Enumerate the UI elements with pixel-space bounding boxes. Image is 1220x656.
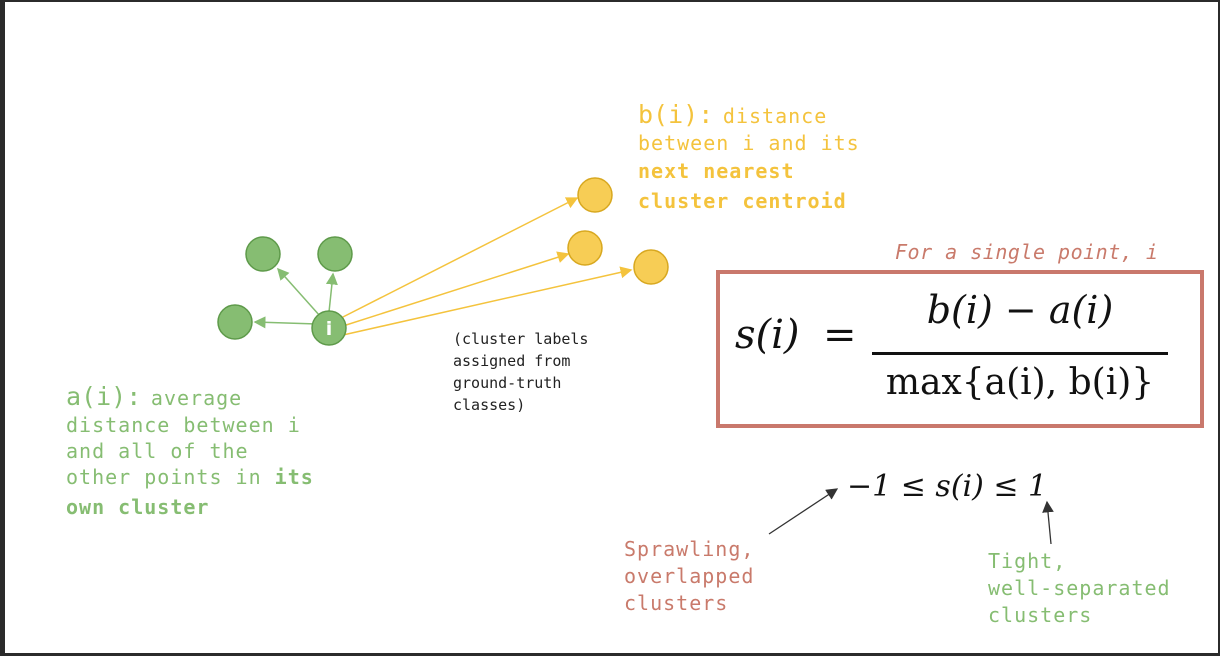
high-end-line-2: well-separated [988,576,1171,600]
b-of-i-line-1: distance [722,104,828,128]
other-cluster-point-1 [577,177,613,213]
point-i-label: i [326,318,333,340]
b-of-i-caption: b(i): distance between i and its next ne… [638,100,860,213]
b-of-i-bold-line-2: cluster centroid [638,189,847,213]
high-end-label: Tight, well-separated clusters [988,548,1171,629]
note-line-2: assigned from [453,352,571,370]
b-of-i-line-2: between i and its [638,131,860,155]
low-end-line-2: overlapped [624,564,755,588]
point-i [311,310,347,346]
a-of-i-line-1: average [150,386,243,410]
single-point-context: For a single point, i [895,240,1159,264]
a-of-i-bold-line: own cluster [66,495,210,519]
arrow-to-other-point-1 [340,197,579,319]
note-line-4: classes) [453,396,526,414]
a-of-i-bold-its: its [274,465,314,489]
silhouette-range: −1 ≤ s(i) ≤ 1 [847,469,1048,504]
own-cluster-point-2 [245,236,281,272]
low-end-line-1: Sprawling, [624,537,755,561]
own-cluster-point-3 [317,236,353,272]
note-line-1: (cluster labels [453,330,589,348]
a-of-i-line-4: other points in [66,465,275,489]
silhouette-formula-box: s(i) = b(i) − a(i) max{a(i), b(i)} [716,270,1204,428]
low-end-line-3: clusters [624,591,729,615]
high-end-line-3: clusters [988,603,1093,627]
high-end-line-1: Tight, [988,549,1067,573]
cluster-diagram: i [217,177,1054,545]
arrow-to-own-point-3 [325,272,338,313]
a-of-i-caption: a(i): average distance between i and all… [66,382,314,519]
own-cluster-point-1 [217,304,253,340]
b-of-i-title: b(i): [638,100,714,129]
formula-numerator: b(i) − a(i) [926,288,1114,332]
cluster-labels-note: (cluster labels assigned from ground-tru… [453,328,588,416]
a-of-i-title: a(i): [66,382,142,411]
other-cluster-point-3 [633,249,669,285]
formula-fraction-bar [872,352,1168,355]
arrow-to-low-end [768,488,839,535]
a-of-i-line-2: distance between i [66,413,301,437]
arrow-to-own-point-2 [277,267,321,317]
slide: i a(i): average distance between i and a… [5,2,1218,653]
a-of-i-line-3: and all of the [66,439,249,463]
formula-equals: = [823,312,857,358]
arrow-to-high-end [1042,500,1054,545]
low-end-label: Sprawling, overlapped clusters [624,536,754,617]
other-cluster-point-2 [567,230,603,266]
arrow-to-own-point-1 [253,316,318,329]
note-line-3: ground-truth [453,374,562,392]
arrow-to-other-point-2 [342,251,570,327]
b-of-i-bold-line-1: next nearest [638,159,795,183]
formula-denominator: max{a(i), b(i)} [885,362,1155,403]
arrow-to-other-point-3 [342,266,633,336]
formula-lhs: s(i) [735,312,800,358]
